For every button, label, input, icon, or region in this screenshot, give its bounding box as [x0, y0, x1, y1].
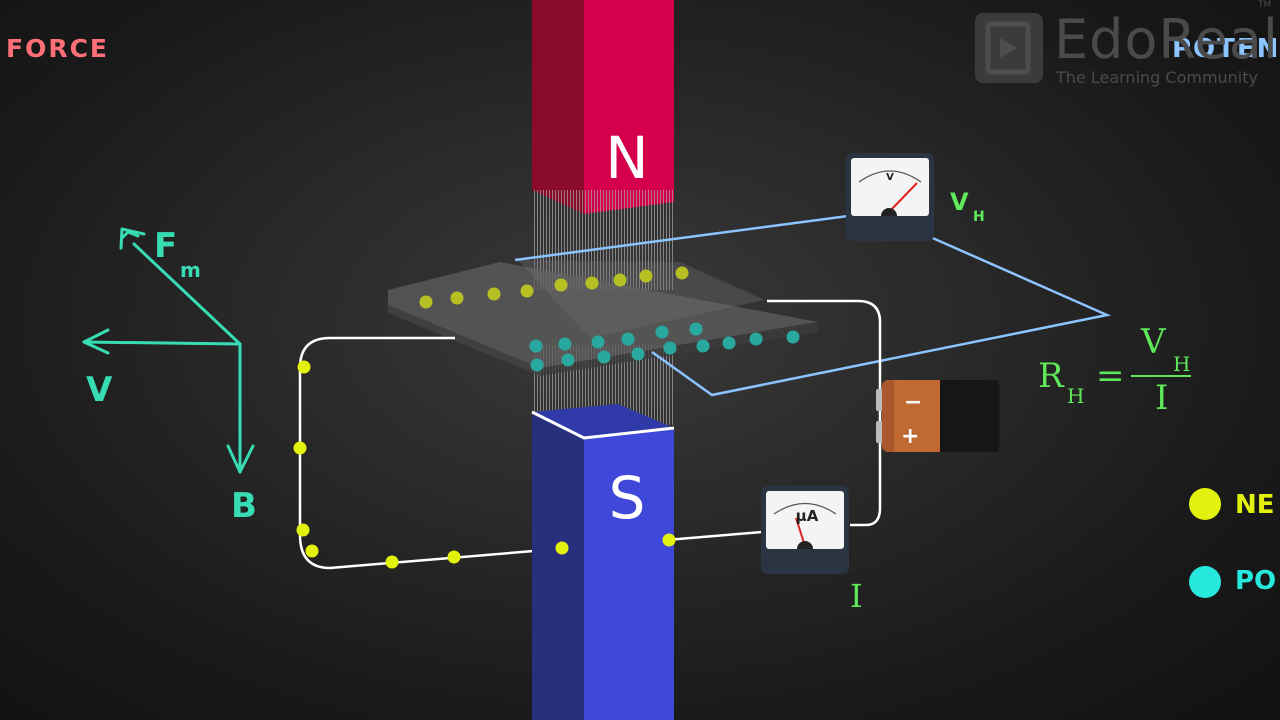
battery-minus-sign: −	[904, 390, 923, 415]
legend-positive-dot	[1189, 566, 1221, 598]
legend-negative-label: NE	[1235, 490, 1275, 520]
magnetic-force-subscript: m	[180, 258, 201, 282]
magnetic-force-label: F	[154, 226, 178, 266]
velocity-label: V	[86, 370, 113, 410]
battery-plus-sign: +	[901, 424, 920, 449]
formula-lhs: R	[1038, 356, 1064, 396]
magnetic-field-label: B	[231, 486, 257, 526]
brand-tagline: The Learning Community	[1056, 68, 1258, 87]
brand-logo-icon	[975, 13, 1043, 83]
voltmeter-unit: V	[886, 172, 894, 183]
force-heading: FORCE	[6, 34, 110, 63]
trademark-mark: TM	[1258, 0, 1272, 10]
north-pole-magnet	[532, 0, 674, 214]
formula-equals: =	[1096, 356, 1125, 396]
hall-voltage-subscript: H	[973, 209, 985, 225]
current-label: I	[850, 577, 863, 615]
legend-negative-dot	[1189, 488, 1221, 520]
potential-heading: POTEN	[1172, 34, 1280, 64]
battery	[876, 380, 1000, 452]
ammeter-unit: µA	[795, 507, 819, 525]
force-vector-diagram	[82, 227, 255, 474]
south-pole-label: S	[608, 464, 646, 532]
positive-charges-on-plate	[529, 322, 800, 372]
formula-numerator: V	[1141, 322, 1166, 362]
microammeter	[761, 486, 849, 574]
voltmeter	[846, 153, 934, 241]
formula-lhs-subscript: H	[1067, 384, 1085, 408]
electrons-on-wire	[293, 360, 676, 569]
formula-numerator-subscript: H	[1173, 352, 1191, 376]
hall-voltage-circuit-wire	[514, 214, 1112, 397]
brand-watermark: EdoReal	[1054, 8, 1279, 71]
formula-denominator: I	[1155, 378, 1169, 418]
legend-positive-label: PO	[1235, 566, 1277, 596]
negative-charges-on-plate	[419, 266, 689, 309]
formula-fraction-bar	[1131, 375, 1191, 377]
south-pole-magnet	[531, 404, 675, 720]
hall-voltage-label: V	[950, 188, 969, 216]
north-pole-label: N	[605, 124, 649, 192]
